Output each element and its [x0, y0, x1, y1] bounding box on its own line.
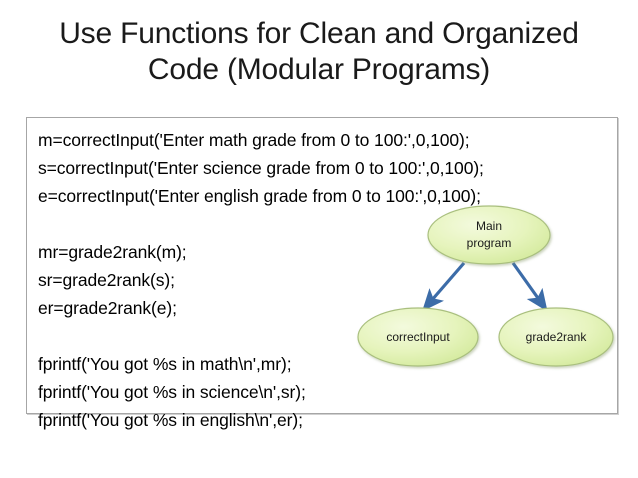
- code-line: e=correctInput('Enter english grade from…: [38, 186, 481, 206]
- diagram-node-correct-input[interactable]: correctInput: [357, 307, 479, 367]
- diagram-node-grade2rank[interactable]: grade2rank: [498, 307, 614, 367]
- edge-main-to-grade2rank: [511, 262, 548, 312]
- code-line: er=grade2rank(e);: [38, 298, 177, 318]
- code-line: fprintf('You got %s in math\n',mr);: [38, 354, 292, 374]
- code-line: fprintf('You got %s in english\n',er);: [38, 410, 303, 430]
- page-title: Use Functions for Clean and Organized Co…: [59, 17, 579, 86]
- edge-main-to-correctinput: [422, 261, 466, 312]
- grade2rank-ellipse: [498, 307, 614, 367]
- call-hierarchy-diagram: Main program correctInput grade2rank: [340, 195, 638, 385]
- diagram-node-main-program[interactable]: Main program: [427, 205, 551, 265]
- main-program-label-line1: Main: [476, 219, 502, 233]
- main-program-ellipse: [427, 205, 551, 265]
- code-block-panel: m=correctInput('Enter math grade from 0 …: [26, 117, 618, 430]
- code-lines-container: m=correctInput('Enter math grade from 0 …: [38, 126, 613, 434]
- diagram-edges: [422, 261, 548, 312]
- main-program-label-line2: program: [467, 236, 512, 250]
- code-line: m=correctInput('Enter math grade from 0 …: [38, 130, 470, 150]
- code-line: s=correctInput('Enter science grade from…: [38, 158, 484, 178]
- code-line: sr=grade2rank(s);: [38, 270, 175, 290]
- code-line: mr=grade2rank(m);: [38, 242, 187, 262]
- code-line: fprintf('You got %s in science\n',sr);: [38, 382, 306, 402]
- correct-input-ellipse: [357, 307, 479, 367]
- grade2rank-label: grade2rank: [526, 330, 588, 344]
- correct-input-label: correctInput: [386, 330, 450, 344]
